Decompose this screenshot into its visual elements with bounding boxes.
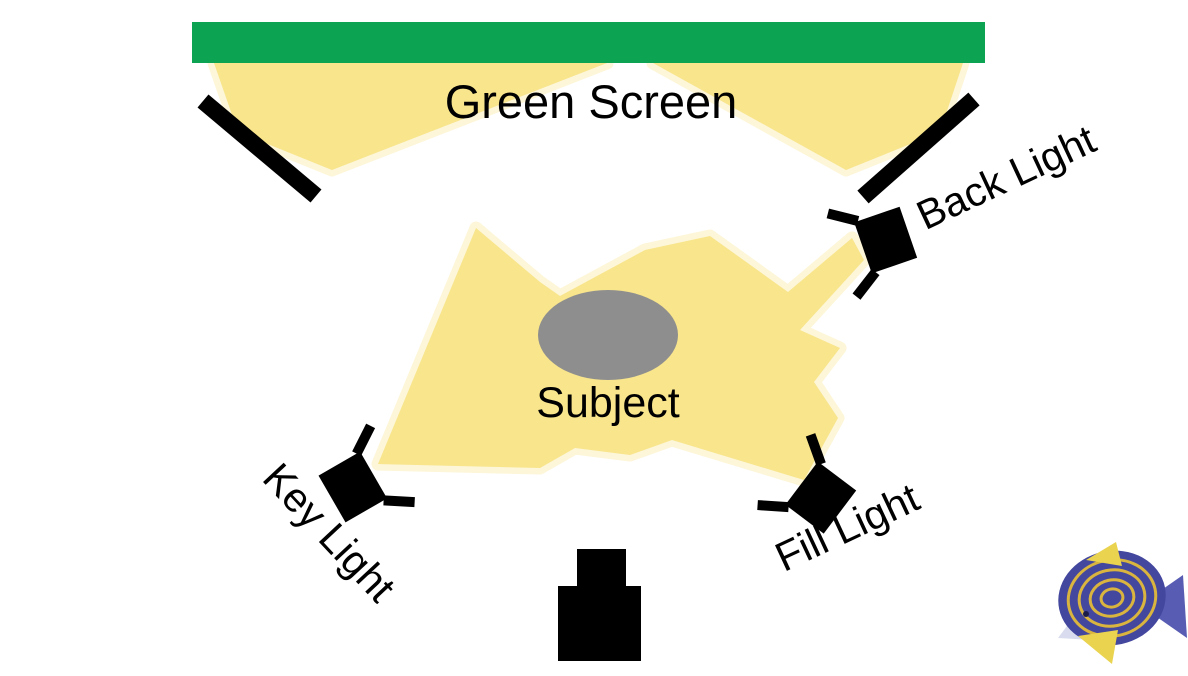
screen-beam-left-fill: [214, 63, 607, 170]
green-screen-bar: [192, 22, 985, 63]
screen-light-right-icon: [857, 92, 980, 204]
screen-beam-right-fill: [653, 63, 963, 170]
key-light-barndoor-bottom: [383, 495, 415, 508]
key-light-barndoor-top: [352, 423, 376, 456]
fish-stripe: [1088, 578, 1136, 618]
fish-stripe: [1099, 587, 1125, 609]
key-light-icon: [318, 423, 415, 523]
fish-logo: [1058, 542, 1187, 664]
camera-icon: [558, 549, 641, 661]
back-light-barndoor-bottom: [826, 208, 860, 226]
subject-label: Subject: [536, 379, 679, 427]
screen-beam-left: [207, 56, 614, 177]
fish-eye: [1083, 611, 1089, 617]
fish-tail: [1150, 575, 1187, 638]
green-screen-label: Green Screen: [445, 75, 738, 128]
fill-light-barndoor-top: [757, 500, 789, 513]
screen-light-left-icon: [197, 94, 322, 203]
back-light-icon: [826, 206, 918, 300]
fill-light-icon: [757, 433, 857, 534]
fill-light-body: [785, 461, 857, 534]
back-light-barndoor-top: [852, 269, 880, 300]
back-light-body: [854, 206, 918, 274]
fish-fin-bottom: [1078, 630, 1118, 664]
fish-stripe: [1077, 568, 1147, 628]
subject-ellipse: [538, 290, 678, 380]
fill-light-barndoor-bottom: [805, 433, 826, 466]
key-light-body: [318, 451, 388, 523]
fish-body: [1058, 550, 1166, 646]
fish-fin-top: [1086, 542, 1122, 566]
